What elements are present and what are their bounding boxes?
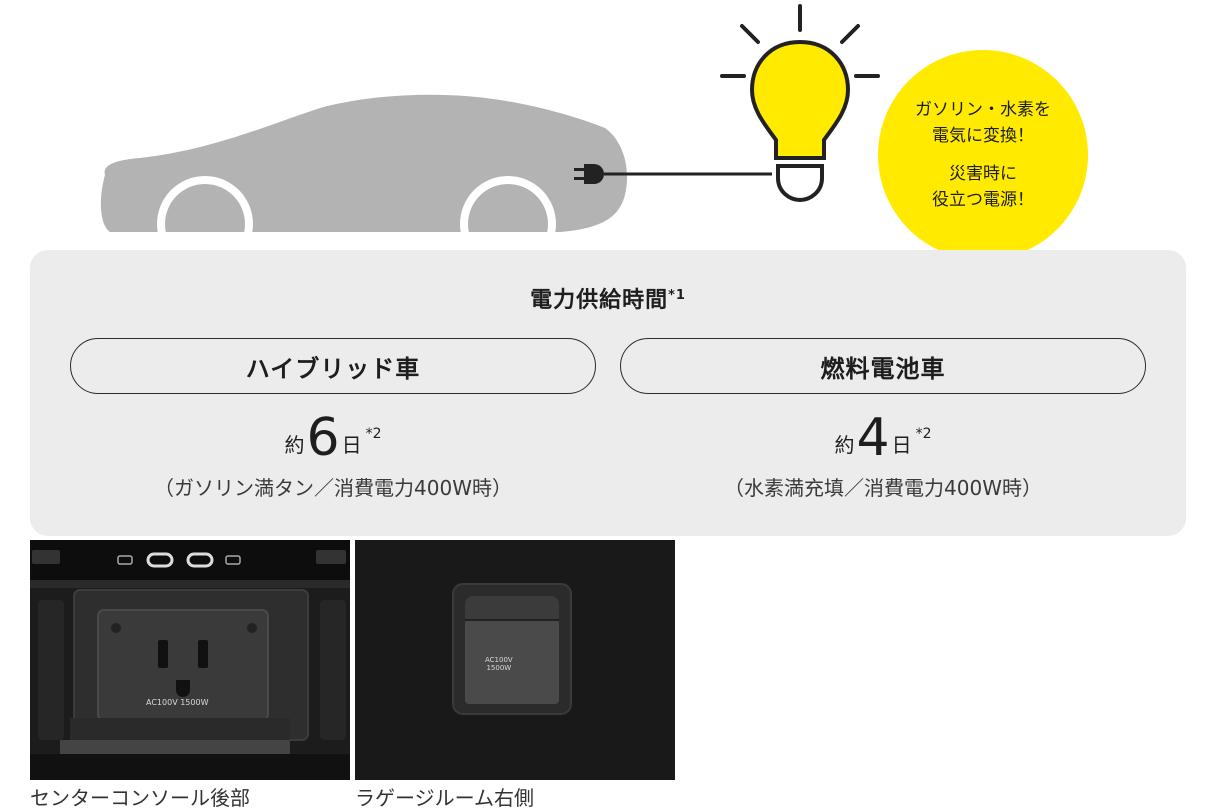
fuel-cell-days-prefix: 約 xyxy=(834,433,855,457)
badge-line-2: 電気に変換！ xyxy=(932,126,1034,146)
center-console-illustration xyxy=(30,540,350,780)
hybrid-supply-days: 約 6 日 *2 xyxy=(70,408,596,464)
fuel-cell-condition: （水素満充填／消費電力400W時） xyxy=(724,476,1042,500)
luggage-room-illustration xyxy=(355,540,675,780)
center-console-caption: センターコンソール後部 xyxy=(30,786,250,810)
panel-title-text: 電力供給時間 xyxy=(530,288,669,313)
fuel-cell-vehicle-label: 燃料電池車 xyxy=(620,338,1146,394)
panel-title: 電力供給時間*1 xyxy=(0,282,1216,314)
luggage-room-caption: ラゲージルーム右側 xyxy=(355,786,534,810)
luggage-outlet-label-line-1: AC100V xyxy=(485,656,513,664)
badge-line-4: 役立つ電源！ xyxy=(932,190,1034,210)
center-console-outlet-label: AC100V 1500W xyxy=(146,698,209,707)
plug-icon xyxy=(574,164,772,184)
fuel-cell-days-unit: 日 xyxy=(891,433,912,457)
badge-line-3: 災害時に xyxy=(949,164,1017,184)
luggage-outlet-label: AC100V 1500W xyxy=(485,656,513,672)
hero-illustration xyxy=(100,4,880,260)
luggage-outlet-label-line-2: 1500W xyxy=(486,664,512,672)
fuel-cell-days-value: 4 xyxy=(856,408,890,468)
luggage-room-photo: AC100V 1500W xyxy=(355,540,675,780)
hybrid-condition: （ガソリン満タン／消費電力400W時） xyxy=(154,476,512,500)
feature-badge: ガソリン・水素を 電気に変換！ 災害時に 役立つ電源！ xyxy=(878,50,1088,260)
panel-title-note: *1 xyxy=(668,288,686,303)
center-console-photo: AC100V 1500W xyxy=(30,540,350,780)
hybrid-days-unit: 日 xyxy=(341,433,362,457)
hybrid-days-value: 6 xyxy=(306,408,340,468)
badge-line-1: ガソリン・水素を xyxy=(915,100,1051,120)
fuel-cell-days-note: *2 xyxy=(915,426,932,442)
hybrid-vehicle-label: ハイブリッド車 xyxy=(70,338,596,394)
hybrid-days-note: *2 xyxy=(365,426,382,442)
light-bulb-icon xyxy=(720,4,880,203)
hybrid-days-prefix: 約 xyxy=(284,433,305,457)
fuel-cell-supply-days: 約 4 日 *2 xyxy=(620,408,1146,464)
